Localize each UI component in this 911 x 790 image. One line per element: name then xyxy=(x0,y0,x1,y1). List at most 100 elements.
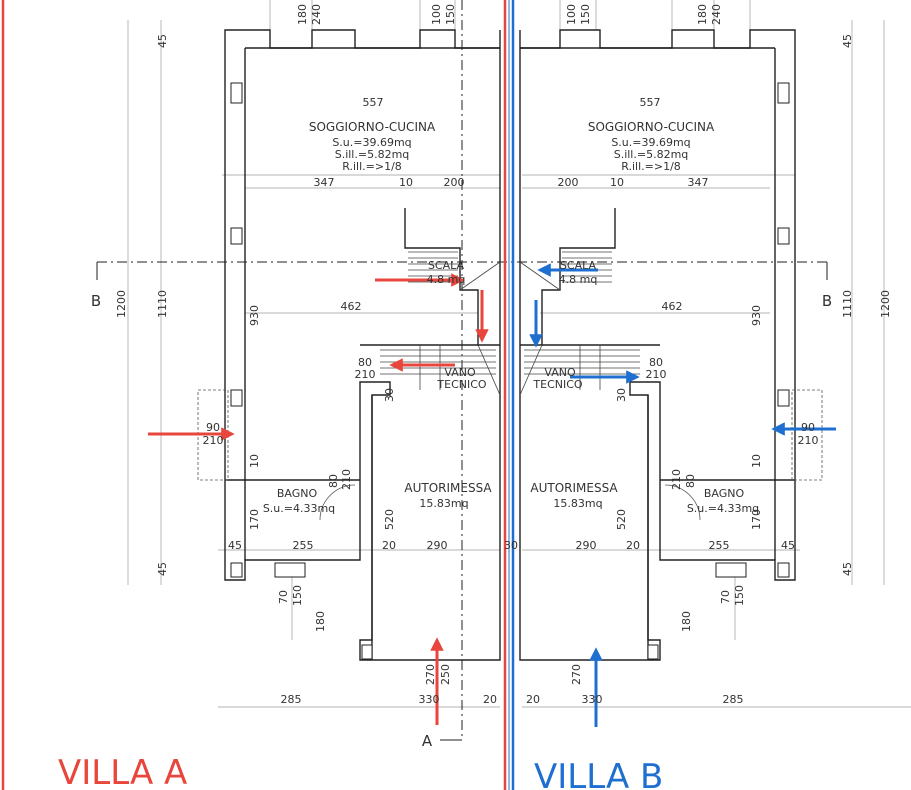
section-b-right: B xyxy=(822,292,832,310)
walls xyxy=(224,29,796,661)
dim-h170-b: 170 xyxy=(750,509,763,530)
dim-w557-b: 557 xyxy=(640,96,661,109)
dim-h930-b: 930 xyxy=(750,305,763,326)
dim-h10-a: 10 xyxy=(248,454,261,468)
dim-top-a-150: 150 xyxy=(444,4,457,25)
dim-h10-b: 10 xyxy=(750,454,763,468)
autorimessa-b-area: 15.83mq xyxy=(553,497,602,510)
dim-w462-a: 462 xyxy=(341,300,362,313)
soggiorno-a-sill: S.ill.=5.82mq xyxy=(335,148,410,161)
bagno-b-name: BAGNO xyxy=(704,487,745,500)
dim-top-b-240: 240 xyxy=(710,4,723,25)
soggiorno-a-rill: R.ill.=>1/8 xyxy=(342,160,402,173)
dim-b290-a: 290 xyxy=(427,539,448,552)
dim-side-1200-r: 1200 xyxy=(879,290,892,318)
dim-top-a-100: 100 xyxy=(430,4,443,25)
dim-d210-a: 210 xyxy=(355,368,376,381)
dim-b290-b: 290 xyxy=(576,539,597,552)
soggiorno-b-sill: S.ill.=5.82mq xyxy=(614,148,689,161)
soggiorno-b-su: S.u.=39.69mq xyxy=(611,136,690,149)
dim-b45-r: 45 xyxy=(781,539,795,552)
section-lines xyxy=(97,0,830,740)
dim-b255-a: 255 xyxy=(293,539,314,552)
dim-d80-a: 80 xyxy=(358,356,372,369)
dim-b45-l: 45 xyxy=(228,539,242,552)
scala-a-area: 4.8 mq xyxy=(427,273,466,286)
villa-b-boundary xyxy=(511,0,515,790)
dim-w347-b: 347 xyxy=(688,176,709,189)
room-labels-a: SOGGIORNO-CUCINA S.u.=39.69mq S.ill.=5.8… xyxy=(263,120,493,515)
access-arrows-b xyxy=(529,263,836,727)
dim-top-a-240: 240 xyxy=(310,4,323,25)
stairs-b xyxy=(519,251,640,396)
dim-w347-a: 347 xyxy=(314,176,335,189)
dim-w462-b: 462 xyxy=(662,300,683,313)
dim-w200-b: 200 xyxy=(558,176,579,189)
dim-bagno-a-210: 210 xyxy=(340,469,353,490)
dim-b255-b: 255 xyxy=(709,539,730,552)
vano-a-line2: TECNICO xyxy=(436,378,487,391)
villa-a-boundary xyxy=(1,0,507,790)
dim-w200-a: 200 xyxy=(444,176,465,189)
dimension-labels: 180 240 100 150 100 150 180 240 45 45 12… xyxy=(115,4,892,706)
dim-b30-mid: 30 xyxy=(504,539,518,552)
dim-d80-b: 80 xyxy=(649,356,663,369)
dim-top-b-150: 150 xyxy=(579,4,592,25)
villa-b-label: VILLA B xyxy=(534,757,663,790)
dim-h520-b: 520 xyxy=(615,509,628,530)
dim-side-45-tl: 45 xyxy=(156,34,169,48)
dim-side-1110-l: 1110 xyxy=(156,290,169,318)
dim-bot-330-a: 330 xyxy=(419,693,440,706)
section-a-bottom: A xyxy=(422,732,433,750)
dim-side-45-bl: 45 xyxy=(156,562,169,576)
dim-bagno-a-80: 80 xyxy=(327,474,340,488)
soggiorno-a-su: S.u.=39.69mq xyxy=(332,136,411,149)
dim-h930-a: 930 xyxy=(248,305,261,326)
dim-b20-b: 20 xyxy=(626,539,640,552)
dim-g270-b: 270 xyxy=(570,664,583,685)
dim-side-1200-l: 1200 xyxy=(115,290,128,318)
dim-bot-285-a: 285 xyxy=(281,693,302,706)
vano-b-line2: TECNICO xyxy=(532,378,583,391)
dim-top-a-180: 180 xyxy=(296,4,309,25)
dim-door-b-210: 210 xyxy=(798,434,819,447)
dim-d30-a: 30 xyxy=(383,388,396,402)
soggiorno-b-rill: R.ill.=>1/8 xyxy=(621,160,681,173)
villa-a-label: VILLA A xyxy=(58,753,187,790)
dim-h180-a: 180 xyxy=(314,611,327,632)
dim-side-45-br: 45 xyxy=(841,562,854,576)
dim-door-a-210: 210 xyxy=(203,434,224,447)
dim-h170-a: 170 xyxy=(248,509,261,530)
dimension-lines xyxy=(127,0,911,708)
dim-bot-20-a: 20 xyxy=(483,693,497,706)
dim-w70-b: 70 xyxy=(719,590,732,604)
room-labels-b: SOGGIORNO-CUCINA S.u.=39.69mq S.ill.=5.8… xyxy=(530,120,759,515)
dim-d30-b: 30 xyxy=(615,388,628,402)
dim-w150-b: 150 xyxy=(733,585,746,606)
dim-bot-20-b: 20 xyxy=(526,693,540,706)
dim-w557-a: 557 xyxy=(363,96,384,109)
dim-w150-a: 150 xyxy=(291,585,304,606)
autorimessa-a-name: AUTORIMESSA xyxy=(404,481,492,495)
window-marks xyxy=(230,82,790,660)
scala-a-name: SCALA xyxy=(428,259,465,272)
dim-h520-a: 520 xyxy=(383,509,396,530)
dim-bagno-b-210: 210 xyxy=(670,469,683,490)
section-b-left: B xyxy=(91,292,101,310)
autorimessa-b-name: AUTORIMESSA xyxy=(530,481,618,495)
dim-h180-b: 180 xyxy=(680,611,693,632)
section-ticks xyxy=(96,262,828,741)
dim-door-b-90: 90 xyxy=(801,421,815,434)
scala-b-name: SCALA xyxy=(560,259,597,272)
dim-bot-330-b: 330 xyxy=(582,693,603,706)
dim-door-a-90: 90 xyxy=(206,421,220,434)
dim-top-b-180: 180 xyxy=(696,4,709,25)
dim-side-45-tr: 45 xyxy=(841,34,854,48)
dim-top-b-100: 100 xyxy=(565,4,578,25)
bagno-a-name: BAGNO xyxy=(277,487,318,500)
access-arrows-a xyxy=(148,273,489,725)
dim-g270-a: 270 xyxy=(424,664,437,685)
dim-g250-a: 250 xyxy=(439,664,452,685)
dim-w10-a: 10 xyxy=(399,176,413,189)
